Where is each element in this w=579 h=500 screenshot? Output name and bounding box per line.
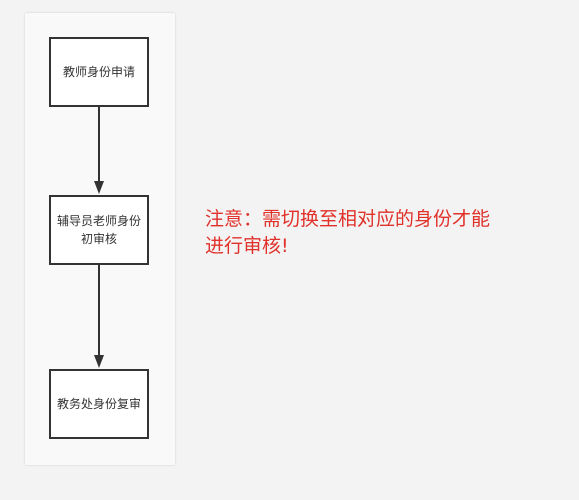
arrow-head-1 xyxy=(94,181,104,194)
flow-step-label: 教务处身份复审 xyxy=(57,397,142,411)
flow-step-label: 教师身份申请 xyxy=(62,65,135,79)
warning-note: 注意：需切换至相对应的身份才能进行审核! xyxy=(205,208,491,257)
flowchart-panel: 教师身份申请 辅导员老师身份初审核 教务处身份复审 xyxy=(25,13,175,465)
flow-step-counselor-review: 辅导员老师身份初审核 xyxy=(49,195,149,265)
flow-step-academic-office-review: 教务处身份复审 xyxy=(49,369,149,439)
flow-step-teacher-application: 教师身份申请 xyxy=(49,37,149,107)
flow-connectors xyxy=(94,107,104,368)
arrow-head-2 xyxy=(94,355,104,368)
flow-step-label: 辅导员老师身份初审核 xyxy=(57,214,142,246)
